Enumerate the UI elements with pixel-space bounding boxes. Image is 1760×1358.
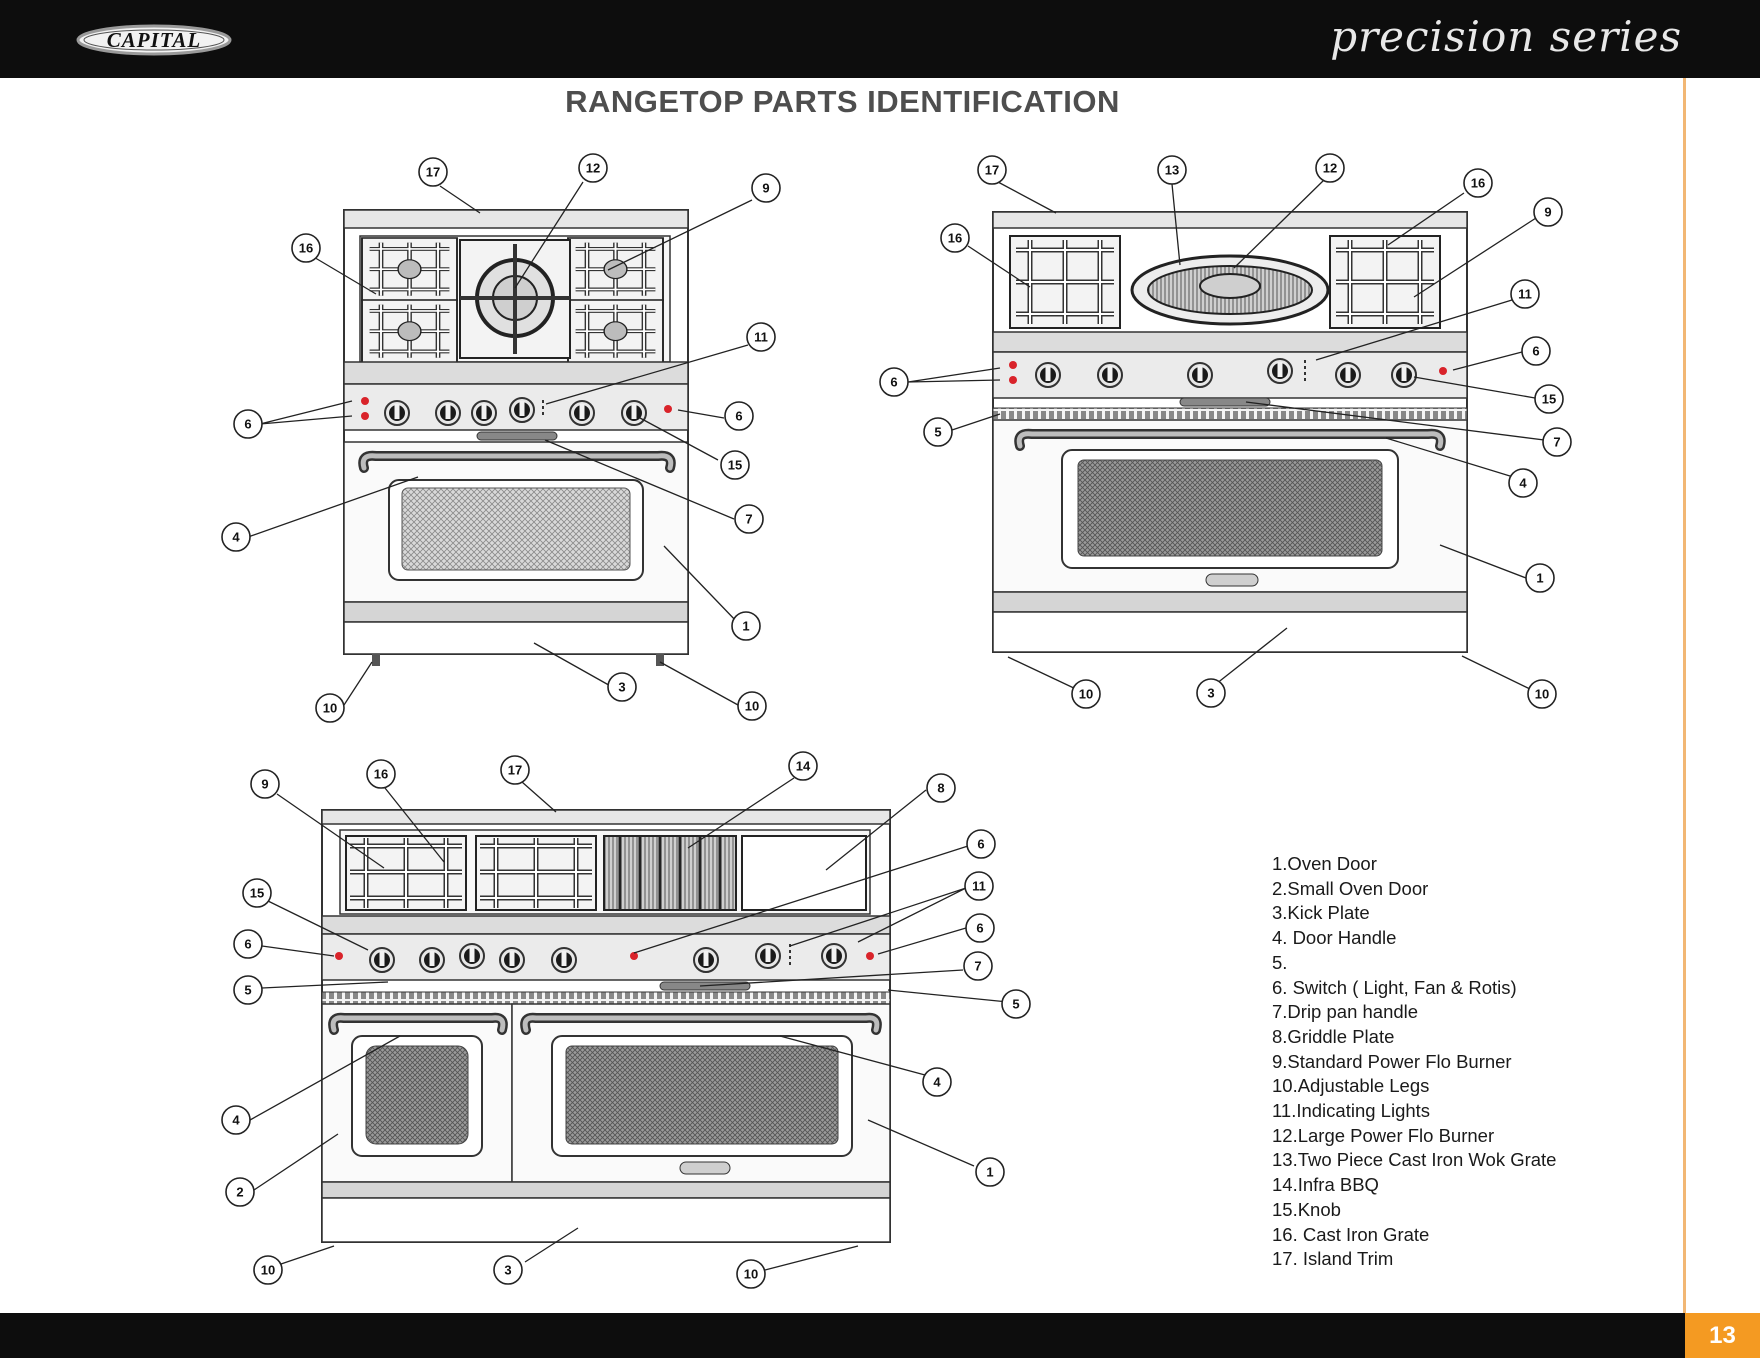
callout-label: 10 <box>1535 687 1549 702</box>
callout-label: 4 <box>1519 476 1527 491</box>
callouts-b: 17 13 12 16 16 9 11 6 6 15 5 7 4 1 10 3 … <box>879 153 1572 709</box>
page-number: 13 <box>1685 1313 1760 1358</box>
callout-label: 16 <box>374 767 388 782</box>
callout-label: 4 <box>232 530 240 545</box>
callout-label: 5 <box>934 425 941 440</box>
callout-label: 6 <box>1532 344 1539 359</box>
range-diagram-60in: 9 16 17 14 8 6 11 15 6 6 5 7 5 4 4 2 1 1… <box>221 751 1031 1289</box>
callout-label: 11 <box>754 330 768 345</box>
callout-label: 6 <box>244 937 251 952</box>
callout-label: 3 <box>504 1263 511 1278</box>
callout-label: 6 <box>976 921 983 936</box>
range-diagram-wok: 17 13 12 16 16 9 11 6 6 15 5 7 4 1 10 3 … <box>879 153 1572 709</box>
margin-accent-line <box>1683 78 1686 1313</box>
callout-label: 1 <box>1536 571 1543 586</box>
logo-text: CAPITAL <box>106 28 202 52</box>
callout-label: 5 <box>1012 997 1019 1012</box>
callout-label: 12 <box>586 161 600 176</box>
callouts-a: 17 12 9 16 11 6 6 15 7 4 1 3 10 10 <box>221 153 781 723</box>
legend-item: 5. <box>1272 951 1288 973</box>
callout-label: 10 <box>744 1267 758 1282</box>
rangetop-diagrams: 17 12 9 16 11 6 6 15 7 4 1 3 10 10 <box>221 153 1572 1289</box>
legend-item: 16. Cast Iron Grate <box>1272 1223 1430 1245</box>
callout-label: 15 <box>250 886 264 901</box>
legend-item: 8.Griddle Plate <box>1272 1025 1395 1047</box>
callout-label: 7 <box>745 512 752 527</box>
callout-label: 16 <box>1471 176 1485 191</box>
callout-label: 9 <box>261 777 268 792</box>
logo-badge-icon <box>76 24 232 56</box>
legend-item: 10.Adjustable Legs <box>1272 1075 1430 1097</box>
callout-label: 11 <box>1518 287 1532 302</box>
callout-label: 4 <box>933 1075 941 1090</box>
callout-label: 13 <box>1165 163 1179 178</box>
callout-label: 6 <box>890 375 897 390</box>
callout-label: 16 <box>948 231 962 246</box>
callout-label: 3 <box>618 680 625 695</box>
legend-item: 9.Standard Power Flo Burner <box>1272 1050 1512 1072</box>
callout-label: 16 <box>299 241 313 256</box>
callout-label: 17 <box>508 763 522 778</box>
capital-logo: CAPITAL <box>76 24 232 56</box>
parts-legend: 1.Oven Door 2.Small Oven Door 3.Kick Pla… <box>1272 852 1556 1272</box>
callout-label: 1 <box>742 619 749 634</box>
callout-label: 6 <box>244 417 251 432</box>
callout-label: 9 <box>1544 205 1551 220</box>
callout-label: 9 <box>762 181 769 196</box>
callout-label: 12 <box>1323 161 1337 176</box>
callout-label: 1 <box>986 1165 993 1180</box>
header-bar: CAPITAL precision series <box>0 0 1760 78</box>
legend-item: 4. Door Handle <box>1272 927 1397 949</box>
legend-item: 3.Kick Plate <box>1272 902 1370 924</box>
callout-label: 6 <box>977 837 984 852</box>
legend-item: 2.Small Oven Door <box>1272 877 1429 899</box>
legend-item: 1.Oven Door <box>1272 853 1377 874</box>
callout-label: 15 <box>728 458 742 473</box>
range-diagram-36in: 17 12 9 16 11 6 6 15 7 4 1 3 10 10 <box>221 153 781 723</box>
legend-item: 15.Knob <box>1272 1198 1341 1220</box>
callout-label: 14 <box>796 759 811 774</box>
legend-item: 7.Drip pan handle <box>1272 1001 1419 1023</box>
legend-item: 11.Indicating Lights <box>1272 1100 1431 1122</box>
legend-item: 14.Infra BBQ <box>1272 1174 1379 1196</box>
callout-label: 7 <box>974 959 981 974</box>
callout-label: 10 <box>1079 687 1093 702</box>
legend-item: 12.Large Power Flo Burner <box>1272 1124 1495 1146</box>
precision-series-tagline: precision series <box>1330 12 1682 61</box>
callout-label: 7 <box>1553 435 1560 450</box>
callout-label: 15 <box>1542 392 1556 407</box>
callout-label: 2 <box>236 1185 243 1200</box>
callout-label: 10 <box>261 1263 275 1278</box>
callout-label: 17 <box>985 163 999 178</box>
callout-label: 11 <box>972 879 986 894</box>
page-title: RANGETOP PARTS IDENTIFICATION <box>565 84 1120 119</box>
callout-label: 6 <box>735 409 742 424</box>
callouts-c: 9 16 17 14 8 6 11 15 6 6 5 7 5 4 4 2 1 1… <box>221 751 1031 1289</box>
legend-item: 6. Switch ( Light, Fan & Rotis) <box>1272 976 1517 998</box>
callout-label: 10 <box>323 701 337 716</box>
footer-bar <box>0 1313 1760 1358</box>
callout-label: 5 <box>244 983 251 998</box>
callout-label: 10 <box>745 699 759 714</box>
callout-label: 4 <box>232 1113 240 1128</box>
callout-label: 8 <box>937 781 944 796</box>
callout-label: 17 <box>426 165 440 180</box>
legend-item: 13.Two Piece Cast Iron Wok Grate <box>1272 1149 1557 1171</box>
legend-item: 17. Island Trim <box>1272 1248 1394 1270</box>
callout-label: 3 <box>1207 686 1214 701</box>
